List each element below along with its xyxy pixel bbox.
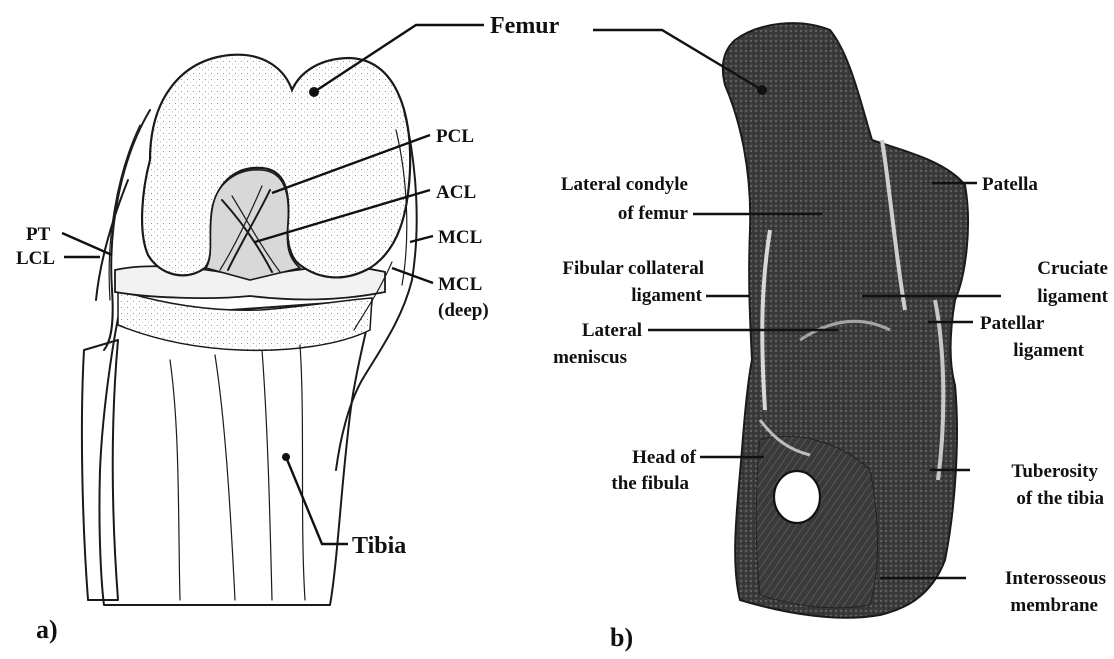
label-femur: Femur <box>490 13 560 39</box>
label-cruciate-line2: ligament <box>1037 286 1108 307</box>
label-pcl: PCL <box>436 126 474 147</box>
label-mcl-deep-line2: (deep) <box>438 300 489 321</box>
label-patella: Patella <box>982 174 1038 195</box>
label-fibular-collateral-line1: Fibular collateral <box>562 258 704 279</box>
panel-label-b: b) <box>610 623 633 652</box>
label-pt: PT <box>26 224 51 245</box>
panel-b-illustration <box>723 23 968 618</box>
label-patellar-ligament-line1: Patellar <box>980 313 1045 334</box>
label-patellar-ligament-line2: ligament <box>1013 340 1084 361</box>
label-lateral-condyle-line2: of femur <box>618 203 689 224</box>
label-lcl: LCL <box>16 248 55 269</box>
panel-label-a: a) <box>36 615 58 644</box>
membrane-opening <box>774 471 820 523</box>
label-cruciate-line1: Cruciate <box>1037 258 1108 279</box>
label-lateral-condyle-line1: Lateral condyle <box>561 174 688 195</box>
label-lateral-meniscus-line1: Lateral <box>582 320 642 341</box>
label-tuberosity-line1: Tuberosity <box>1011 461 1098 482</box>
label-tibia: Tibia <box>352 533 406 559</box>
label-fibular-collateral-line2: ligament <box>631 285 702 306</box>
label-interosseous-line1: Interosseous <box>1005 568 1106 589</box>
label-head-fibula-line2: the fibula <box>611 473 689 494</box>
label-acl: ACL <box>436 182 476 203</box>
interosseous-membrane-area <box>756 436 877 608</box>
label-lateral-meniscus-line2: meniscus <box>553 347 627 368</box>
label-mcl: MCL <box>438 227 482 248</box>
label-mcl-deep-line1: MCL <box>438 274 482 295</box>
label-interosseous-line2: membrane <box>1010 595 1098 616</box>
label-head-fibula-line1: Head of <box>632 447 697 468</box>
panel-a-illustration <box>82 55 417 605</box>
label-tuberosity-line2: of the tibia <box>1016 488 1104 509</box>
